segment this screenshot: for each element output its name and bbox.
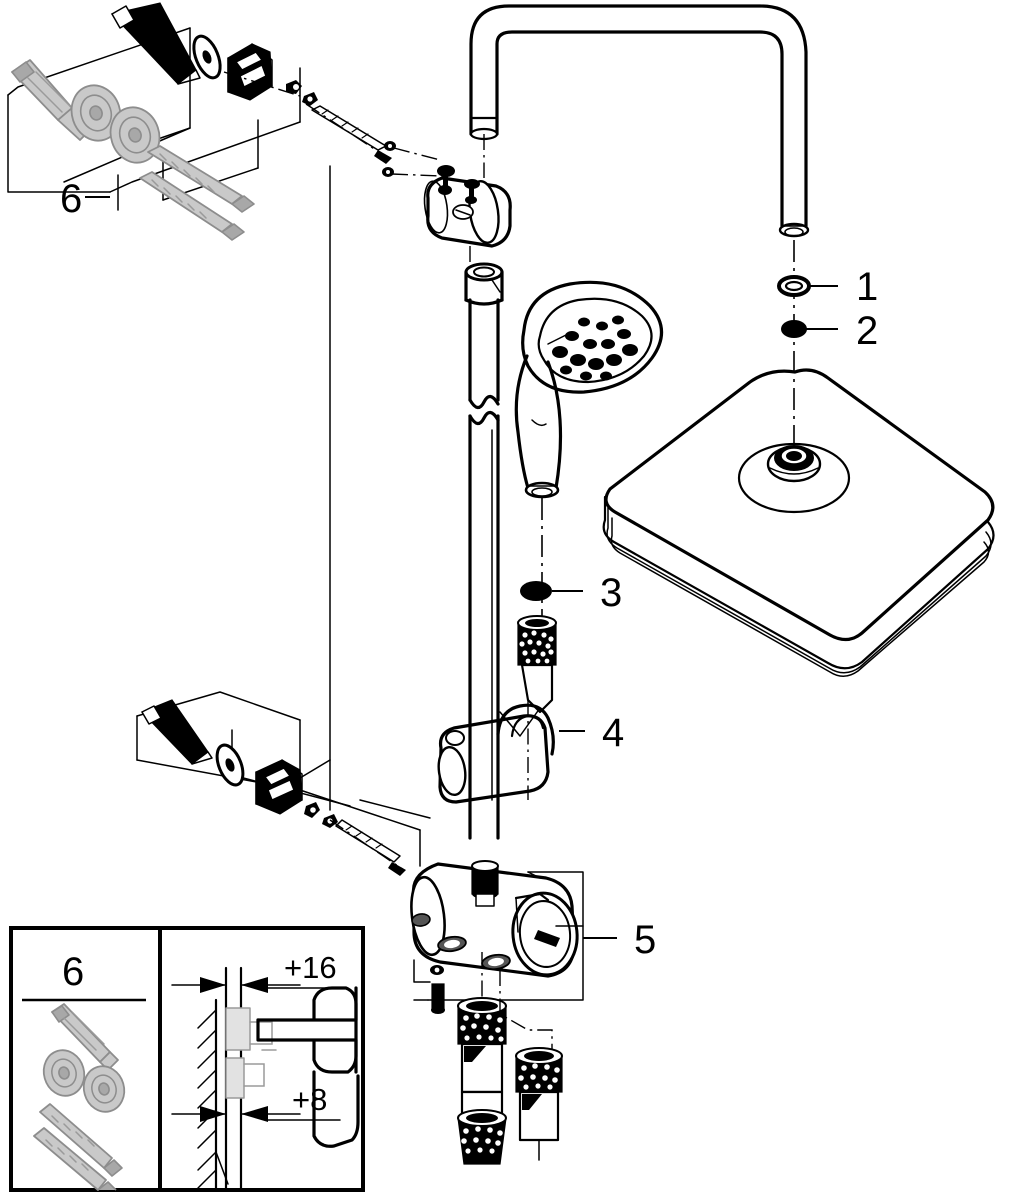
- accessory-wall-plug-grey-1: [147, 145, 255, 213]
- filter-strainer-insert-right: [499, 970, 563, 1161]
- bracket-set-screw-upper-1: [437, 165, 455, 195]
- dimension-label-plus-8: +8: [292, 1082, 327, 1117]
- flow-restrictor-part-2: [781, 320, 807, 338]
- valve-inlet-ports: [411, 913, 511, 971]
- lower-bracket-assembly: [136, 691, 431, 876]
- inset-accessory-washer-2: [82, 1065, 126, 1113]
- shower-arm-pipe: [469, 4, 810, 238]
- valve-top-nut: [471, 860, 499, 907]
- seal-washer-part-3: [520, 581, 552, 601]
- filter-strainer-insert-upper: [517, 615, 557, 714]
- upper-accessory-group: 6: [7, 2, 443, 241]
- wall-anchor-plug-dark: [110, 2, 201, 85]
- valve-small-fastener: [413, 959, 445, 1014]
- callout-3-label: 3: [600, 571, 622, 615]
- upper-wall-bracket: [423, 134, 512, 276]
- small-fasteners-upper: [382, 141, 443, 177]
- pipe-clamp-body-lower: [255, 759, 303, 815]
- seal-washer-lower: [215, 743, 245, 787]
- hand-shower-head: [521, 280, 664, 394]
- riser-pipe: [464, 262, 504, 840]
- bracket-set-screw-upper-2: [464, 179, 480, 204]
- accessory-washer-grey-2: [109, 106, 161, 164]
- inset-accessory-anchor-2: [33, 1127, 117, 1191]
- inset-accessory-screw: [51, 1003, 119, 1071]
- fastener-chain-lower: [304, 802, 338, 828]
- accessory-wall-plug-grey-2: [139, 171, 245, 241]
- inset-wall-section: +16 +8: [171, 950, 360, 1192]
- long-vertical-bracket-leader: [299, 165, 331, 779]
- accessory-washer-grey-1: [70, 84, 122, 142]
- hand-shower: [514, 280, 664, 499]
- callout-1-label: 1: [856, 265, 878, 309]
- seal-ring-part-1: [777, 275, 811, 297]
- callout-5-label: 5: [634, 918, 656, 962]
- dimension-plus-16: +16: [171, 950, 341, 993]
- seal-washer-upper: [192, 34, 222, 80]
- inset-title-label: 6: [62, 950, 84, 994]
- pipe-clamp-body-upper: [227, 43, 273, 101]
- rain-shower-head: [602, 368, 995, 677]
- machine-screw-lower: [329, 819, 406, 876]
- bottom-filter-inserts: [413, 952, 563, 1165]
- inset-box: 6: [9, 926, 365, 1192]
- callout-6-label: 6: [60, 177, 82, 221]
- inset-accessory-washer-1: [42, 1049, 86, 1097]
- dimension-label-plus-16: +16: [284, 950, 337, 985]
- dimension-plus-8: +8: [171, 1082, 341, 1122]
- thermostatic-mixer-valve: [410, 860, 584, 1001]
- fastener-chain-upper: [223, 71, 318, 106]
- callout-4-label: 4: [602, 711, 624, 755]
- callout-2-label: 2: [856, 309, 878, 353]
- hand-shower-holder-cradle: [437, 700, 555, 804]
- inset-accessory-anchor-1: [39, 1103, 123, 1177]
- filter-strainer-insert-left: [457, 952, 507, 1165]
- wall-anchor-plug-lower: [140, 699, 213, 765]
